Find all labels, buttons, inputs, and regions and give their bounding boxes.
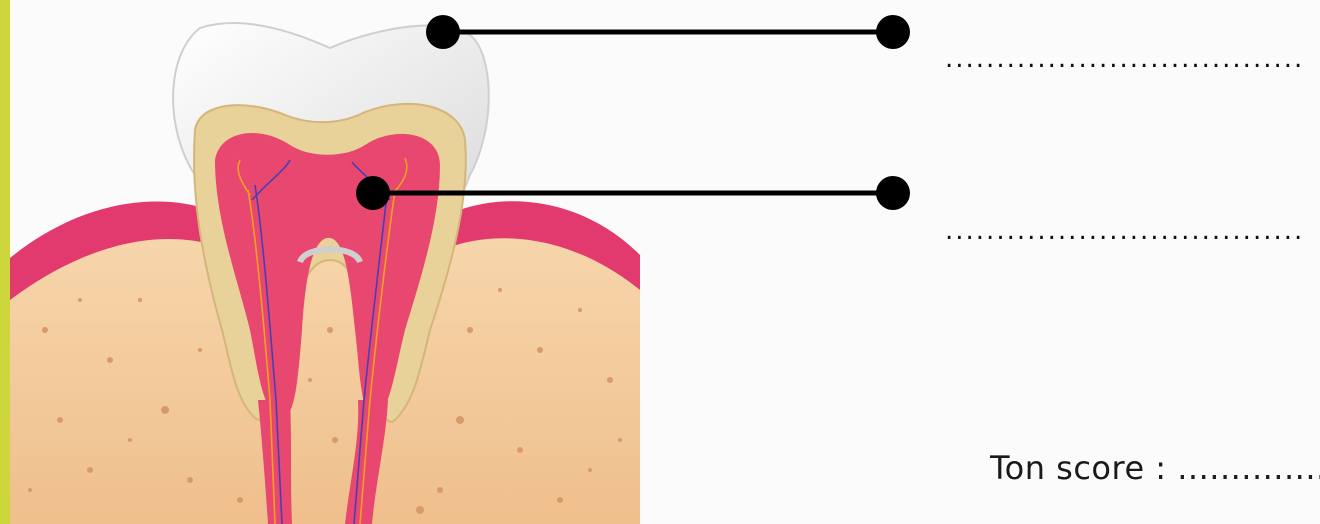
jaw-bone (10, 218, 640, 524)
pointer-dot-icon (426, 15, 460, 49)
pointer-dot-icon (356, 176, 390, 210)
answer-field-2[interactable]: ................................... (945, 216, 1320, 246)
answer-field-1[interactable]: ................................... (945, 44, 1320, 74)
pointer-dot-icon (876, 176, 910, 210)
leader-line-1 (426, 15, 910, 49)
score-label[interactable]: Ton score : ................ (990, 449, 1320, 487)
pointer-dot-icon (876, 15, 910, 49)
